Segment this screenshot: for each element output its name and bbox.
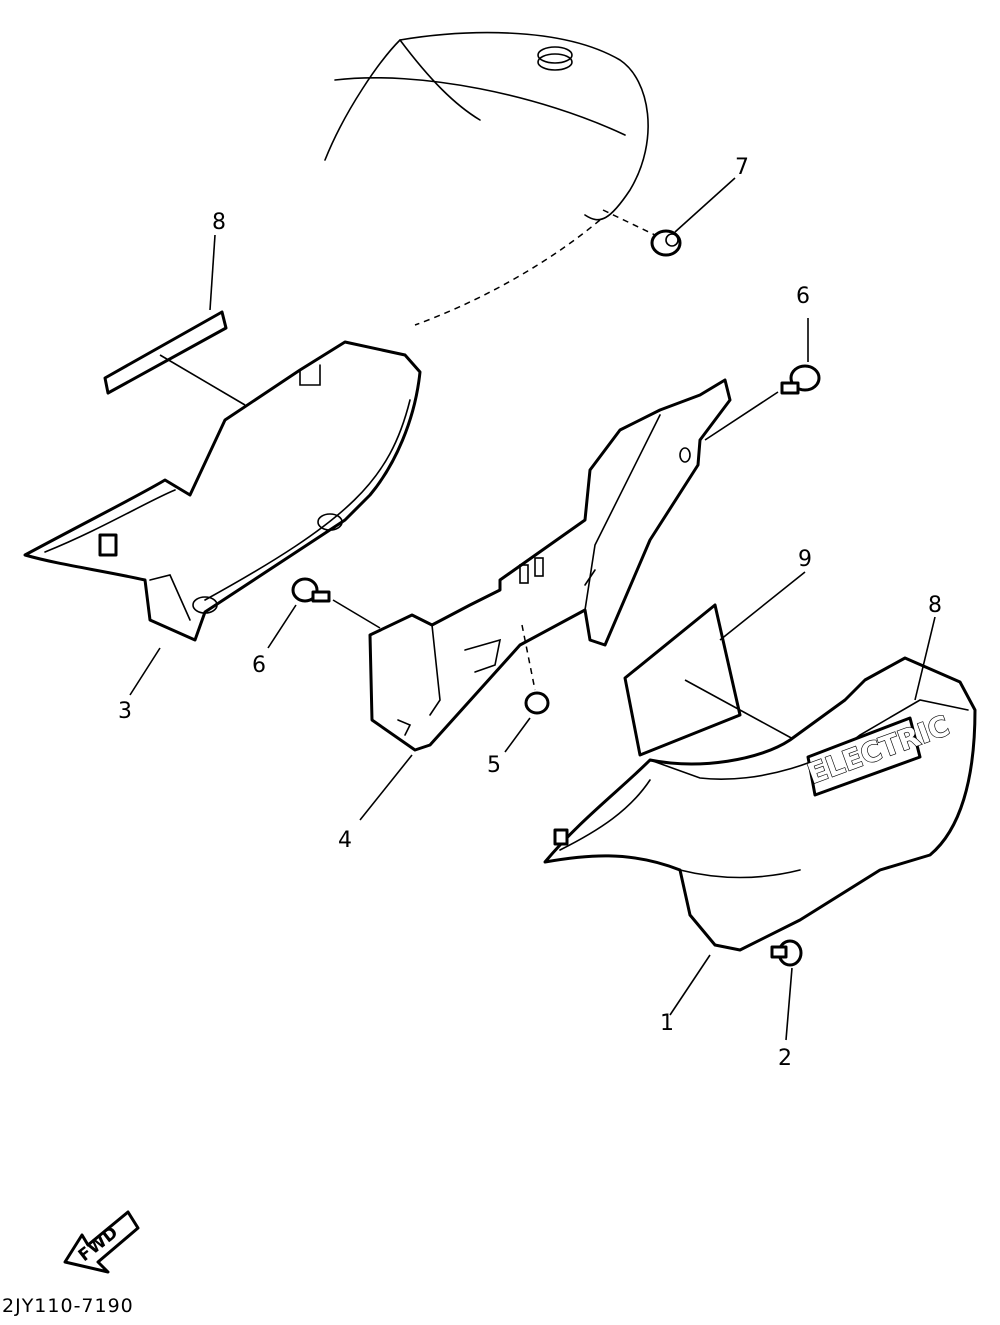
grommet-part-7 <box>602 177 736 257</box>
emblem-part-8-left <box>103 234 246 406</box>
callout-2: 2 <box>778 1046 792 1071</box>
bracket-part-4 <box>359 378 732 821</box>
callout-8-left: 8 <box>212 210 226 235</box>
callout-8-right: 8 <box>928 593 942 618</box>
leader-part-8-right <box>914 616 936 701</box>
screw-part-6-left <box>267 577 381 649</box>
callout-1: 1 <box>660 1011 674 1036</box>
nut-part-5 <box>504 624 550 753</box>
callout-labels: 1 2 3 4 5 6 6 7 8 8 9 <box>118 155 942 1071</box>
callout-6-right: 6 <box>796 284 810 309</box>
side-cover-left-part-3 <box>23 340 422 696</box>
side-cover-right-part-1 <box>543 656 977 1016</box>
fuel-tank-outline <box>324 31 649 326</box>
screw-part-2 <box>770 939 803 1041</box>
sticker-part-9 <box>623 571 806 757</box>
screw-part-6-right <box>704 318 821 441</box>
fwd-arrow-icon: FWD <box>63 1210 140 1274</box>
drawing-code: 2JY110-7190 <box>2 1295 134 1317</box>
callout-4: 4 <box>338 828 352 853</box>
callout-3: 3 <box>118 699 132 724</box>
callout-7: 7 <box>735 155 749 180</box>
callout-5: 5 <box>487 753 501 778</box>
callout-6-left: 6 <box>252 653 266 678</box>
callout-9: 9 <box>798 547 812 572</box>
